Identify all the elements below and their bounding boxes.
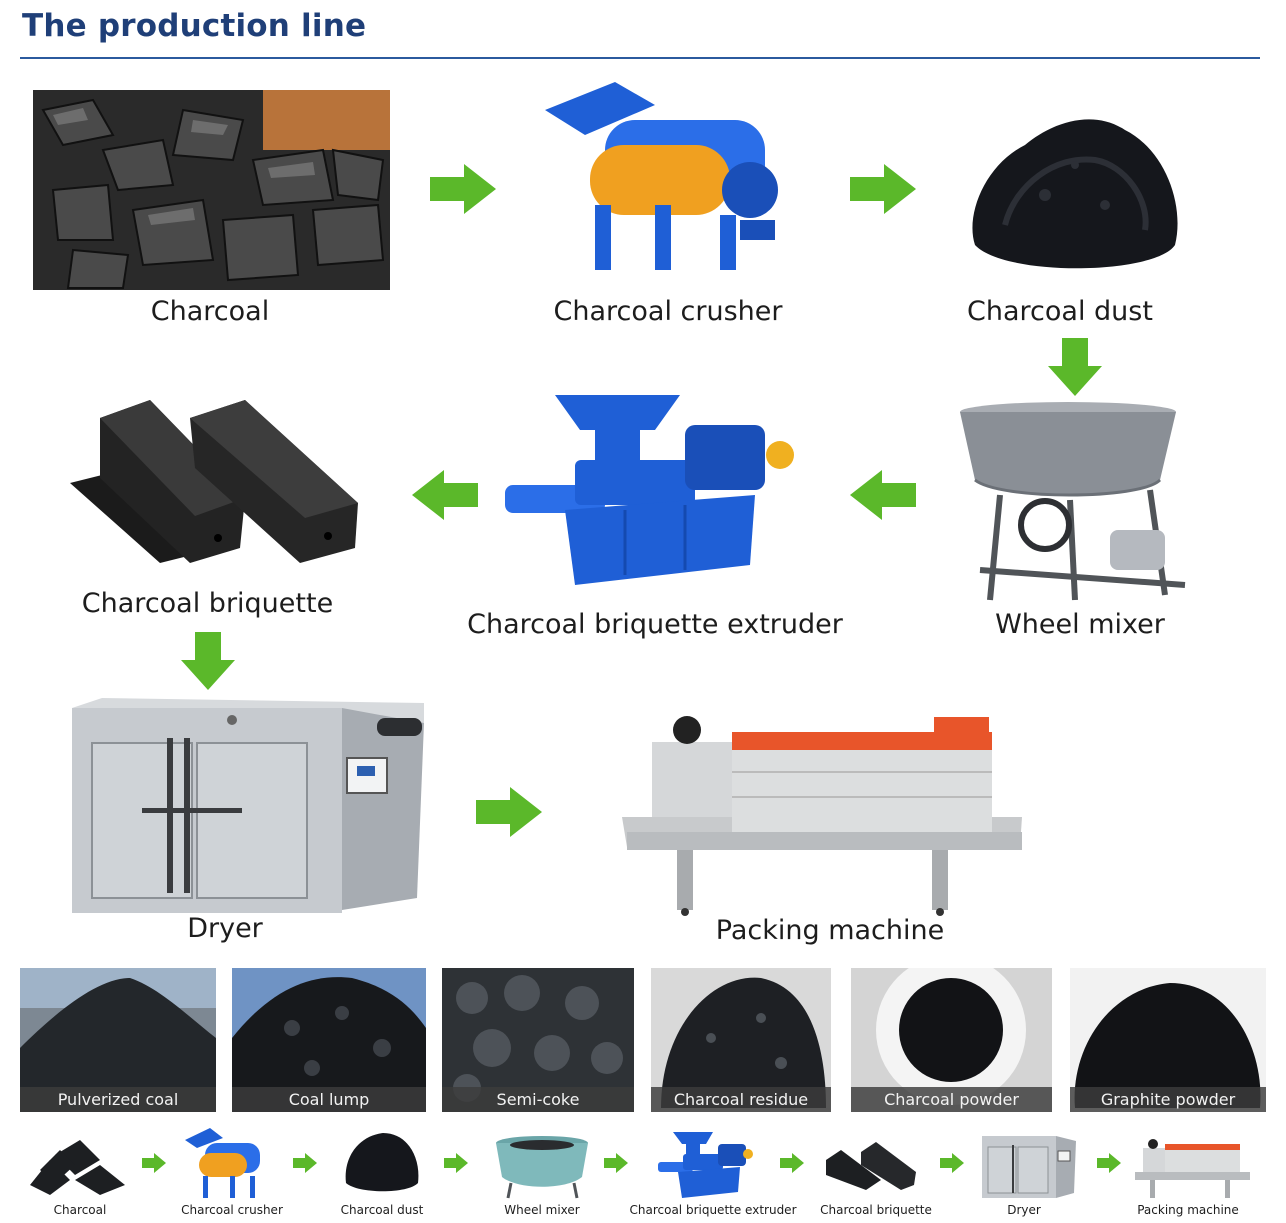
step-label-packing-machine: Packing machine bbox=[715, 915, 945, 946]
step-label-charcoal-dust: Charcoal dust bbox=[967, 296, 1153, 327]
arrow-left-icon bbox=[412, 470, 478, 520]
summary-extruder-image bbox=[658, 1132, 753, 1200]
wheel-mixer-image bbox=[960, 400, 1190, 605]
raw-material-card: Coal lump bbox=[232, 968, 426, 1112]
raw-material-label: Coal lump bbox=[232, 1087, 426, 1112]
step-label-charcoal-briquette: Charcoal briquette bbox=[81, 588, 334, 619]
arrow-down-icon bbox=[181, 632, 235, 690]
page-title: The production line bbox=[22, 8, 367, 44]
summary-label: Charcoal briquette extruder bbox=[629, 1203, 797, 1217]
summary-label: Dryer bbox=[1007, 1203, 1041, 1217]
raw-material-label: Semi-coke bbox=[442, 1087, 634, 1112]
raw-material-label: Pulverized coal bbox=[20, 1087, 216, 1112]
summary-crusher-image bbox=[185, 1128, 267, 1200]
raw-material-card: Pulverized coal bbox=[20, 968, 216, 1112]
dryer-image bbox=[72, 698, 424, 913]
arrow-left-icon bbox=[850, 470, 916, 520]
charcoal-crusher-image bbox=[545, 80, 785, 275]
summary-briquette-image bbox=[826, 1140, 916, 1190]
raw-material-label: Charcoal residue bbox=[651, 1087, 831, 1112]
charcoal-image bbox=[33, 90, 390, 290]
summary-dust-image bbox=[343, 1128, 421, 1194]
charcoal-dust-image bbox=[965, 105, 1185, 275]
summary-label: Charcoal bbox=[53, 1203, 107, 1217]
raw-material-label: Graphite powder bbox=[1070, 1087, 1266, 1112]
arrow-right-icon bbox=[940, 1153, 964, 1173]
summary-dryer-image bbox=[982, 1133, 1076, 1199]
step-label-charcoal: Charcoal bbox=[150, 296, 270, 327]
arrow-right-icon bbox=[850, 164, 916, 214]
raw-material-card: Semi-coke bbox=[442, 968, 634, 1112]
briquette-extruder-image bbox=[505, 390, 800, 590]
summary-charcoal-image bbox=[30, 1135, 128, 1195]
summary-label: Charcoal crusher bbox=[181, 1203, 283, 1217]
title-divider bbox=[20, 57, 1260, 59]
arrow-right-icon bbox=[1097, 1153, 1121, 1173]
step-label-wheel-mixer: Wheel mixer bbox=[995, 609, 1165, 640]
packing-machine-image bbox=[622, 712, 1022, 917]
summary-label: Wheel mixer bbox=[504, 1203, 580, 1217]
raw-material-card: Charcoal residue bbox=[651, 968, 831, 1112]
raw-material-card: Charcoal powder bbox=[851, 968, 1052, 1112]
arrow-right-icon bbox=[142, 1153, 166, 1173]
step-label-charcoal-crusher: Charcoal crusher bbox=[553, 296, 783, 327]
raw-material-label: Charcoal powder bbox=[851, 1087, 1052, 1112]
summary-label: Charcoal dust bbox=[340, 1203, 424, 1217]
step-label-briquette-extruder: Charcoal briquette extruder bbox=[467, 609, 843, 640]
arrow-right-icon bbox=[780, 1153, 804, 1173]
raw-material-card: Graphite powder bbox=[1070, 968, 1266, 1112]
step-label-dryer: Dryer bbox=[187, 913, 263, 944]
arrow-right-icon bbox=[444, 1153, 468, 1173]
charcoal-briquette-image bbox=[70, 398, 360, 566]
arrow-right-icon bbox=[604, 1153, 628, 1173]
summary-label: Charcoal briquette bbox=[820, 1203, 932, 1217]
arrow-down-icon bbox=[1048, 338, 1102, 396]
arrow-right-icon bbox=[293, 1153, 317, 1173]
summary-mixer-image bbox=[496, 1135, 588, 1199]
summary-label: Packing machine bbox=[1137, 1203, 1239, 1217]
arrow-right-icon bbox=[430, 164, 496, 214]
summary-packing-image bbox=[1135, 1138, 1250, 1200]
arrow-right-icon bbox=[476, 787, 542, 837]
